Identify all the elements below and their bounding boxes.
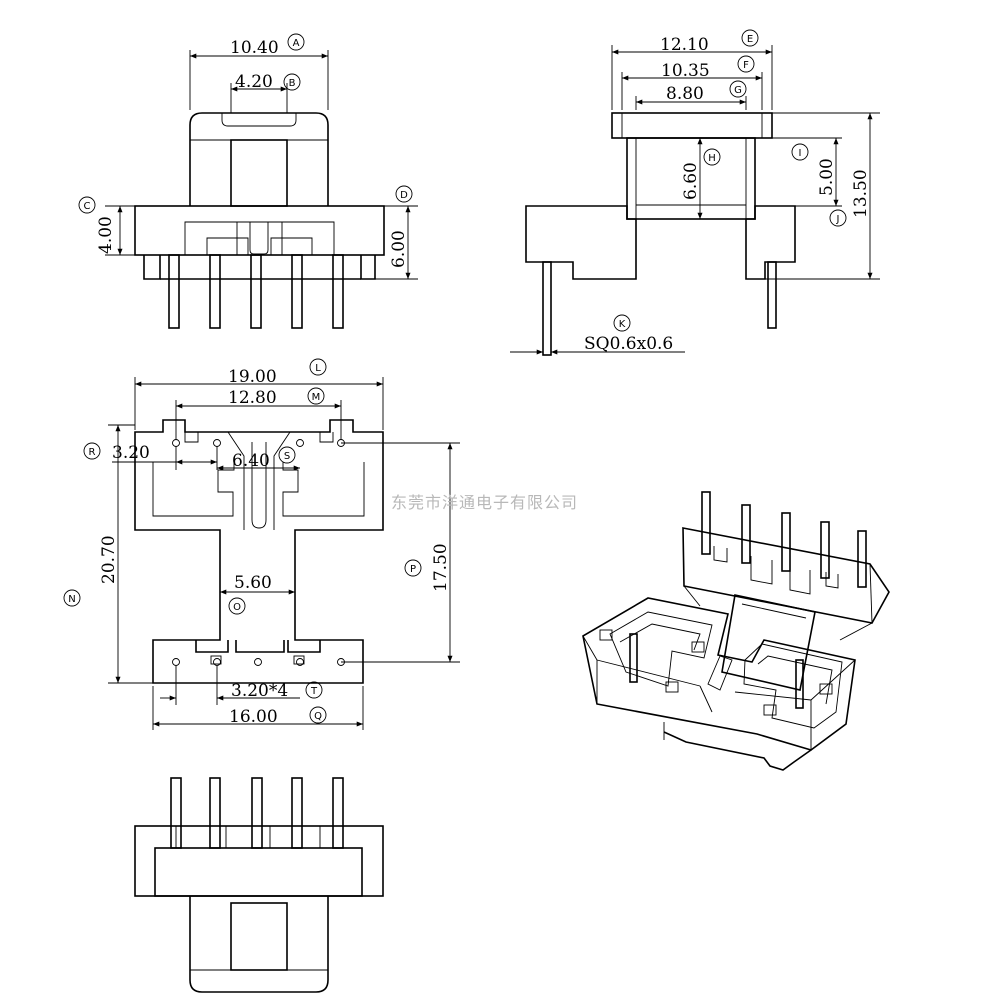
svg-text:G: G xyxy=(734,85,742,96)
svg-text:S: S xyxy=(284,451,290,462)
callout-r: R xyxy=(83,442,101,460)
company-watermark: 东莞市洋通电子有限公司 xyxy=(391,493,578,512)
svg-text:F: F xyxy=(743,60,749,71)
callout-b: B xyxy=(283,73,301,91)
svg-text:H: H xyxy=(708,153,716,164)
svg-text:R: R xyxy=(89,447,96,458)
callout-e: E xyxy=(741,29,759,47)
svg-text:C: C xyxy=(84,201,91,212)
dim-value-a: 10.40 xyxy=(230,38,279,58)
callout-s: S xyxy=(278,446,296,464)
callout-n: N xyxy=(63,589,81,607)
callout-p: P xyxy=(404,559,422,577)
callout-c: C xyxy=(78,196,96,214)
svg-text:I: I xyxy=(799,148,802,159)
callout-labels: A B C D E F G H I J K L M N O P Q R S T xyxy=(63,29,847,724)
callout-q: Q xyxy=(309,706,327,724)
dim-value-h: 6.60 xyxy=(681,162,701,200)
svg-text:D: D xyxy=(400,190,408,201)
dim-value-b: 4.20 xyxy=(235,72,273,92)
dimension-texts: 10.40 4.20 4.00 6.00 12.10 10.35 8.80 6.… xyxy=(96,35,871,727)
dim-value-m: 12.80 xyxy=(228,388,277,408)
callout-f: F xyxy=(737,55,755,73)
svg-text:B: B xyxy=(289,78,296,89)
dim-value-r: 3.20 xyxy=(112,443,150,463)
svg-text:A: A xyxy=(293,38,300,49)
side-view xyxy=(510,45,880,356)
callout-k: K xyxy=(613,314,631,332)
callout-m: M xyxy=(307,387,325,405)
dim-value-f: 10.35 xyxy=(661,61,710,81)
dim-value-j: 13.50 xyxy=(851,169,871,218)
callout-j: J xyxy=(829,209,847,227)
callout-i: I xyxy=(791,143,809,161)
svg-text:J: J xyxy=(836,214,840,225)
svg-text:E: E xyxy=(747,34,753,45)
dim-value-t: 3.20*4 xyxy=(231,681,288,701)
dim-value-n: 20.70 xyxy=(99,535,119,584)
callout-a: A xyxy=(287,33,305,51)
dim-value-q: 16.00 xyxy=(229,707,278,727)
callout-d: D xyxy=(395,185,413,203)
svg-text:M: M xyxy=(312,392,321,403)
svg-text:K: K xyxy=(619,319,626,330)
top-view xyxy=(108,377,460,730)
callout-g: G xyxy=(729,80,747,98)
svg-text:N: N xyxy=(68,594,75,605)
callout-l: L xyxy=(309,358,327,376)
svg-text:P: P xyxy=(410,564,416,575)
dim-value-d: 6.00 xyxy=(389,230,409,268)
dim-value-l: 19.00 xyxy=(228,367,277,387)
dim-value-k: SQ0.6x0.6 xyxy=(584,334,673,354)
callout-o: O xyxy=(228,597,246,615)
svg-text:O: O xyxy=(233,602,241,613)
dim-value-p: 17.50 xyxy=(431,543,451,592)
svg-text:T: T xyxy=(310,686,318,697)
dim-value-s: 6.40 xyxy=(232,451,270,471)
dim-value-e: 12.10 xyxy=(660,35,709,55)
callout-t: T xyxy=(305,681,323,699)
rear-view xyxy=(134,777,384,993)
dim-value-g: 8.80 xyxy=(666,84,704,104)
isometric-view xyxy=(582,491,890,771)
callout-h: H xyxy=(703,148,721,166)
dim-value-i: 5.00 xyxy=(817,158,837,196)
dim-value-o: 5.60 xyxy=(234,573,272,593)
svg-text:L: L xyxy=(315,363,321,374)
dim-value-c: 4.00 xyxy=(96,216,116,254)
svg-text:Q: Q xyxy=(314,711,322,722)
front-view xyxy=(105,50,418,329)
